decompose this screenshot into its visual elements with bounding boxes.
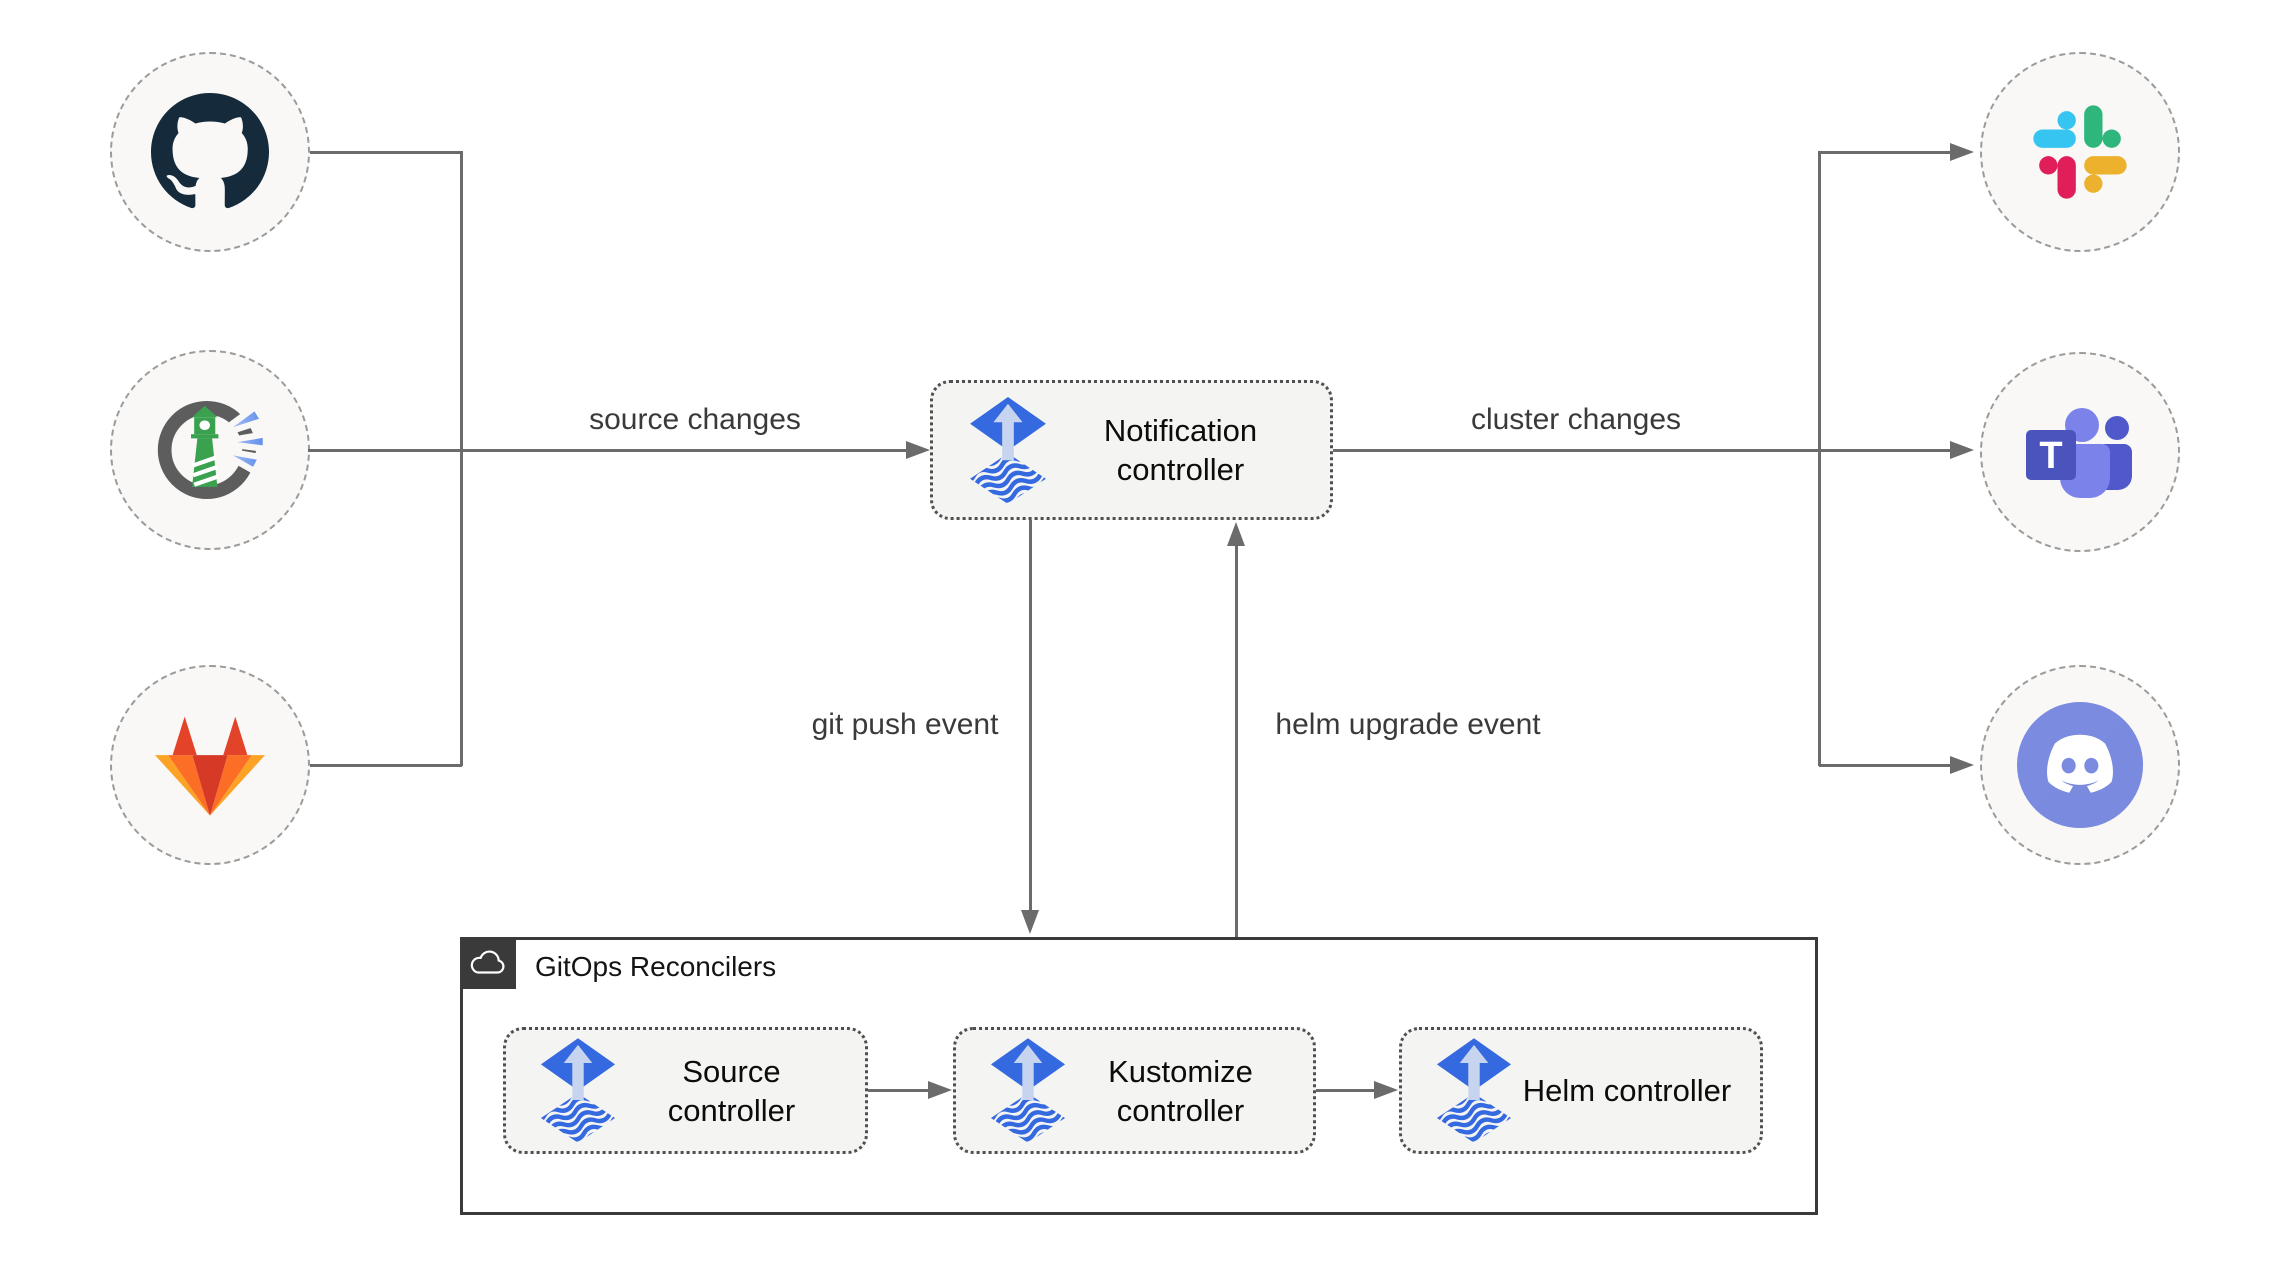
edge-kustomize-to-helm <box>1316 1088 1376 1092</box>
flux-icon <box>967 396 1049 504</box>
edge-label-cluster-changes: cluster changes <box>1470 403 1682 436</box>
edge-git-push <box>1028 520 1032 910</box>
cloud-icon <box>460 937 516 989</box>
discord-icon <box>2017 702 2143 828</box>
kustomize-controller-label: Kustomize controller <box>1108 1053 1253 1128</box>
flux-icon <box>990 1037 1066 1144</box>
arrowhead-kustomize-to-helm <box>1374 1081 1398 1099</box>
helm-controller-label: Helm controller <box>1522 1073 1732 1108</box>
left-bus-line <box>459 150 463 766</box>
right-bus-line <box>1817 150 1821 766</box>
flux-icon <box>540 1037 616 1144</box>
edge-to-slack <box>1819 150 1952 154</box>
edge-source-changes <box>308 448 908 452</box>
edge-gitlab-bus <box>310 763 462 767</box>
slack-icon <box>2030 102 2130 202</box>
gitops-reconcilers-title: GitOps Reconcilers <box>535 951 777 982</box>
arrowhead-slack <box>1950 143 1974 161</box>
cloud-icon-glyph <box>469 949 507 977</box>
discord-node <box>1980 665 2180 865</box>
edge-cluster-changes <box>1333 448 1952 452</box>
arrowhead-discord <box>1950 756 1974 774</box>
notification-controller-label: Notification controller <box>1103 413 1258 487</box>
source-controller-label: Source controller <box>667 1053 796 1128</box>
slack-node <box>1980 52 2180 252</box>
svg-text:T: T <box>2039 435 2062 477</box>
arrowhead-helm-upgrade <box>1227 522 1245 546</box>
helm-controller-node: Helm controller <box>1399 1027 1763 1154</box>
harbor-node <box>110 350 310 550</box>
edge-github-bus <box>310 150 462 154</box>
edge-to-discord <box>1819 763 1952 767</box>
edge-source-to-kustomize <box>868 1088 930 1092</box>
kustomize-controller-node: Kustomize controller <box>953 1027 1316 1154</box>
gitlab-node <box>110 665 310 865</box>
edge-label-source-changes: source changes <box>589 403 801 436</box>
arrowhead-git-push <box>1021 910 1039 934</box>
harbor-icon <box>152 392 268 508</box>
github-node <box>110 52 310 252</box>
arrowhead-source-to-kustomize <box>928 1081 952 1099</box>
gitlab-icon <box>155 714 265 816</box>
teams-icon: T <box>2020 402 2140 502</box>
edge-label-git-push: git push event <box>811 708 999 741</box>
edge-helm-upgrade <box>1234 546 1238 937</box>
arrowhead-teams <box>1950 441 1974 459</box>
notification-controller-node: Notification controller <box>930 380 1333 520</box>
arrowhead-source-changes <box>906 441 930 459</box>
edge-label-helm-upgrade: helm upgrade event <box>1275 708 1541 741</box>
teams-node: T <box>1980 352 2180 552</box>
source-controller-node: Source controller <box>503 1027 868 1154</box>
github-icon <box>151 93 269 211</box>
flux-icon <box>1436 1037 1512 1144</box>
